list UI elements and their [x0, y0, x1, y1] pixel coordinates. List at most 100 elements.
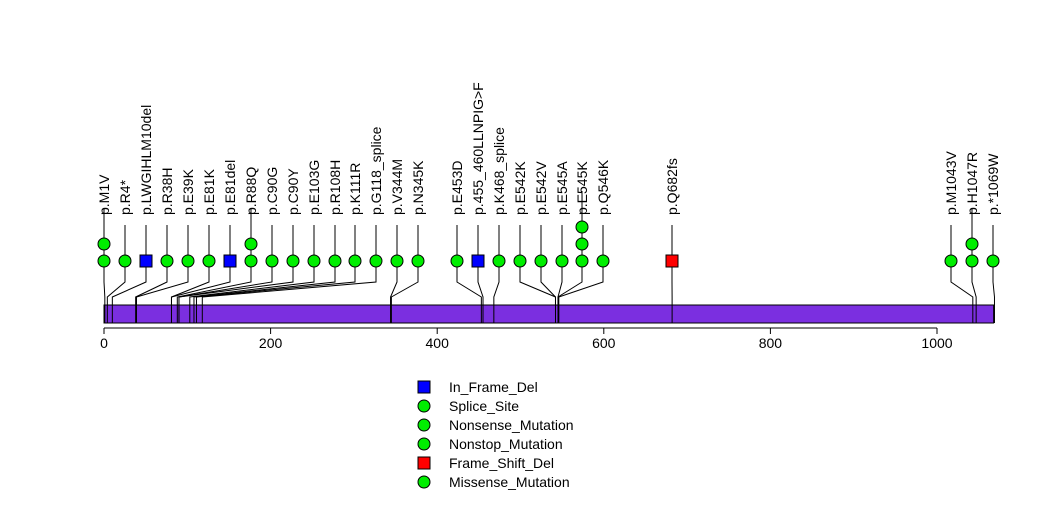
mutation-label: p.R88Q — [243, 167, 259, 215]
mutation-marker-circle — [575, 237, 589, 251]
x-tick-label: 0 — [100, 335, 108, 351]
legend-circle-icon — [417, 475, 431, 489]
mutation-stem — [558, 261, 604, 305]
mutation-stem — [540, 261, 556, 305]
x-tick-label: 400 — [426, 335, 450, 351]
mutation-label: p.G118_splice — [368, 126, 384, 215]
mutation-marker-circle — [596, 254, 610, 268]
mutation-label: p.K468_splice — [491, 127, 507, 215]
mutation-stem — [176, 261, 252, 305]
mutation-label: p.E103G — [306, 160, 322, 215]
mutation-stem — [992, 261, 995, 305]
mutation-label: p.E39K — [180, 168, 196, 215]
mutation-label: p.E81del — [222, 160, 238, 215]
legend-square-icon — [417, 456, 431, 470]
legend-circle-icon — [417, 399, 431, 413]
legend-label: In_Frame_Del — [449, 379, 538, 395]
mutation-label: p.E542V — [533, 161, 549, 215]
mutation-label: p.E81K — [201, 168, 217, 215]
mutation-stem — [971, 261, 977, 305]
x-tick-label: 600 — [592, 335, 616, 351]
mutation-stem — [950, 261, 974, 305]
mutation-label: p.C90Y — [285, 168, 301, 215]
mutation-marker-circle — [181, 254, 195, 268]
mutation-stem — [135, 261, 189, 305]
mutation-label: p.K111R — [347, 163, 363, 215]
mutation-marker-circle — [965, 237, 979, 251]
mutation-label: p.LWGIHLM10del — [138, 105, 154, 215]
mutation-label: p.Q546K — [595, 159, 611, 215]
mutation-marker-square — [139, 254, 153, 268]
mutation-stem — [135, 261, 168, 305]
mutation-stem — [103, 261, 106, 305]
mutation-stem — [178, 261, 294, 305]
legend-label: Frame_Shift_Del — [449, 455, 554, 471]
legend-circle-icon — [417, 437, 431, 451]
mutation-label: p.R38H — [159, 168, 175, 215]
mutation-stem — [477, 261, 484, 305]
mutation-marker-circle — [513, 254, 527, 268]
mutation-label: p.E453D — [449, 161, 465, 215]
mutation-label: p.R4* — [117, 179, 133, 215]
mutation-marker-circle — [575, 254, 589, 268]
legend-square-icon — [417, 380, 431, 394]
mutation-stem — [106, 261, 126, 305]
mutation-marker-circle — [390, 254, 404, 268]
mutation-label: p.C90G — [264, 167, 280, 215]
mutation-label: p.M1V — [96, 174, 112, 215]
mutation-marker-square — [471, 254, 485, 268]
mutation-stem — [201, 261, 377, 305]
legend-label: Splice_Site — [449, 398, 519, 414]
mutation-label: p.N345K — [410, 160, 426, 215]
mutation-label: p.E545A — [554, 161, 570, 215]
mutation-label: p.H1047R — [964, 152, 980, 215]
mutation-label: p.E542K — [512, 161, 528, 215]
mutation-marker-square — [223, 254, 237, 268]
mutation-marker-circle — [244, 237, 258, 251]
mutation-marker-circle — [348, 254, 362, 268]
mutation-stem — [189, 261, 315, 305]
mutation-stem — [519, 261, 556, 305]
mutation-marker-circle — [575, 220, 589, 234]
mutation-marker-square — [665, 254, 679, 268]
mutation-stem — [493, 261, 500, 305]
mutation-marker-circle — [534, 254, 548, 268]
mutation-marker-circle — [411, 254, 425, 268]
mutation-stem — [111, 261, 147, 305]
mutation-stem — [390, 261, 398, 305]
mutation-label: p.455_460LLNPIG>F — [470, 82, 486, 215]
mutation-label: p.*1069W — [985, 153, 1001, 215]
mutation-marker-circle — [944, 254, 958, 268]
mutation-stem — [170, 261, 231, 305]
mutation-marker-circle — [97, 254, 111, 268]
mutation-marker-circle — [555, 254, 569, 268]
mutation-stem — [390, 261, 419, 305]
mutation-label: p.V344M — [389, 159, 405, 215]
protein-bar — [103, 304, 995, 324]
mutation-marker-circle — [986, 254, 1000, 268]
mutation-marker-circle — [286, 254, 300, 268]
mutation-marker-circle — [160, 254, 174, 268]
mutation-label: p.E545K — [574, 161, 590, 215]
mutation-marker-circle — [492, 254, 506, 268]
mutation-marker-circle — [118, 254, 132, 268]
x-tick-label: 1000 — [921, 335, 952, 351]
legend-label: Nonstop_Mutation — [449, 436, 563, 452]
mutation-marker-circle — [307, 254, 321, 268]
mutation-stem — [456, 261, 482, 305]
mutation-stem — [193, 261, 336, 305]
mutation-label: p.M1043V — [943, 151, 959, 215]
mutation-marker-circle — [244, 254, 258, 268]
x-tick-label: 200 — [259, 335, 283, 351]
mutation-marker-circle — [97, 237, 111, 251]
mutation-marker-circle — [965, 254, 979, 268]
mutation-marker-circle — [265, 254, 279, 268]
mutation-stem — [557, 261, 583, 305]
legend-circle-icon — [417, 418, 431, 432]
mutation-marker-circle — [369, 254, 383, 268]
mutation-marker-circle — [328, 254, 342, 268]
mutation-marker-circle — [202, 254, 216, 268]
mutation-label: p.Q682fs — [664, 158, 680, 215]
legend-label: Nonsense_Mutation — [449, 417, 574, 433]
